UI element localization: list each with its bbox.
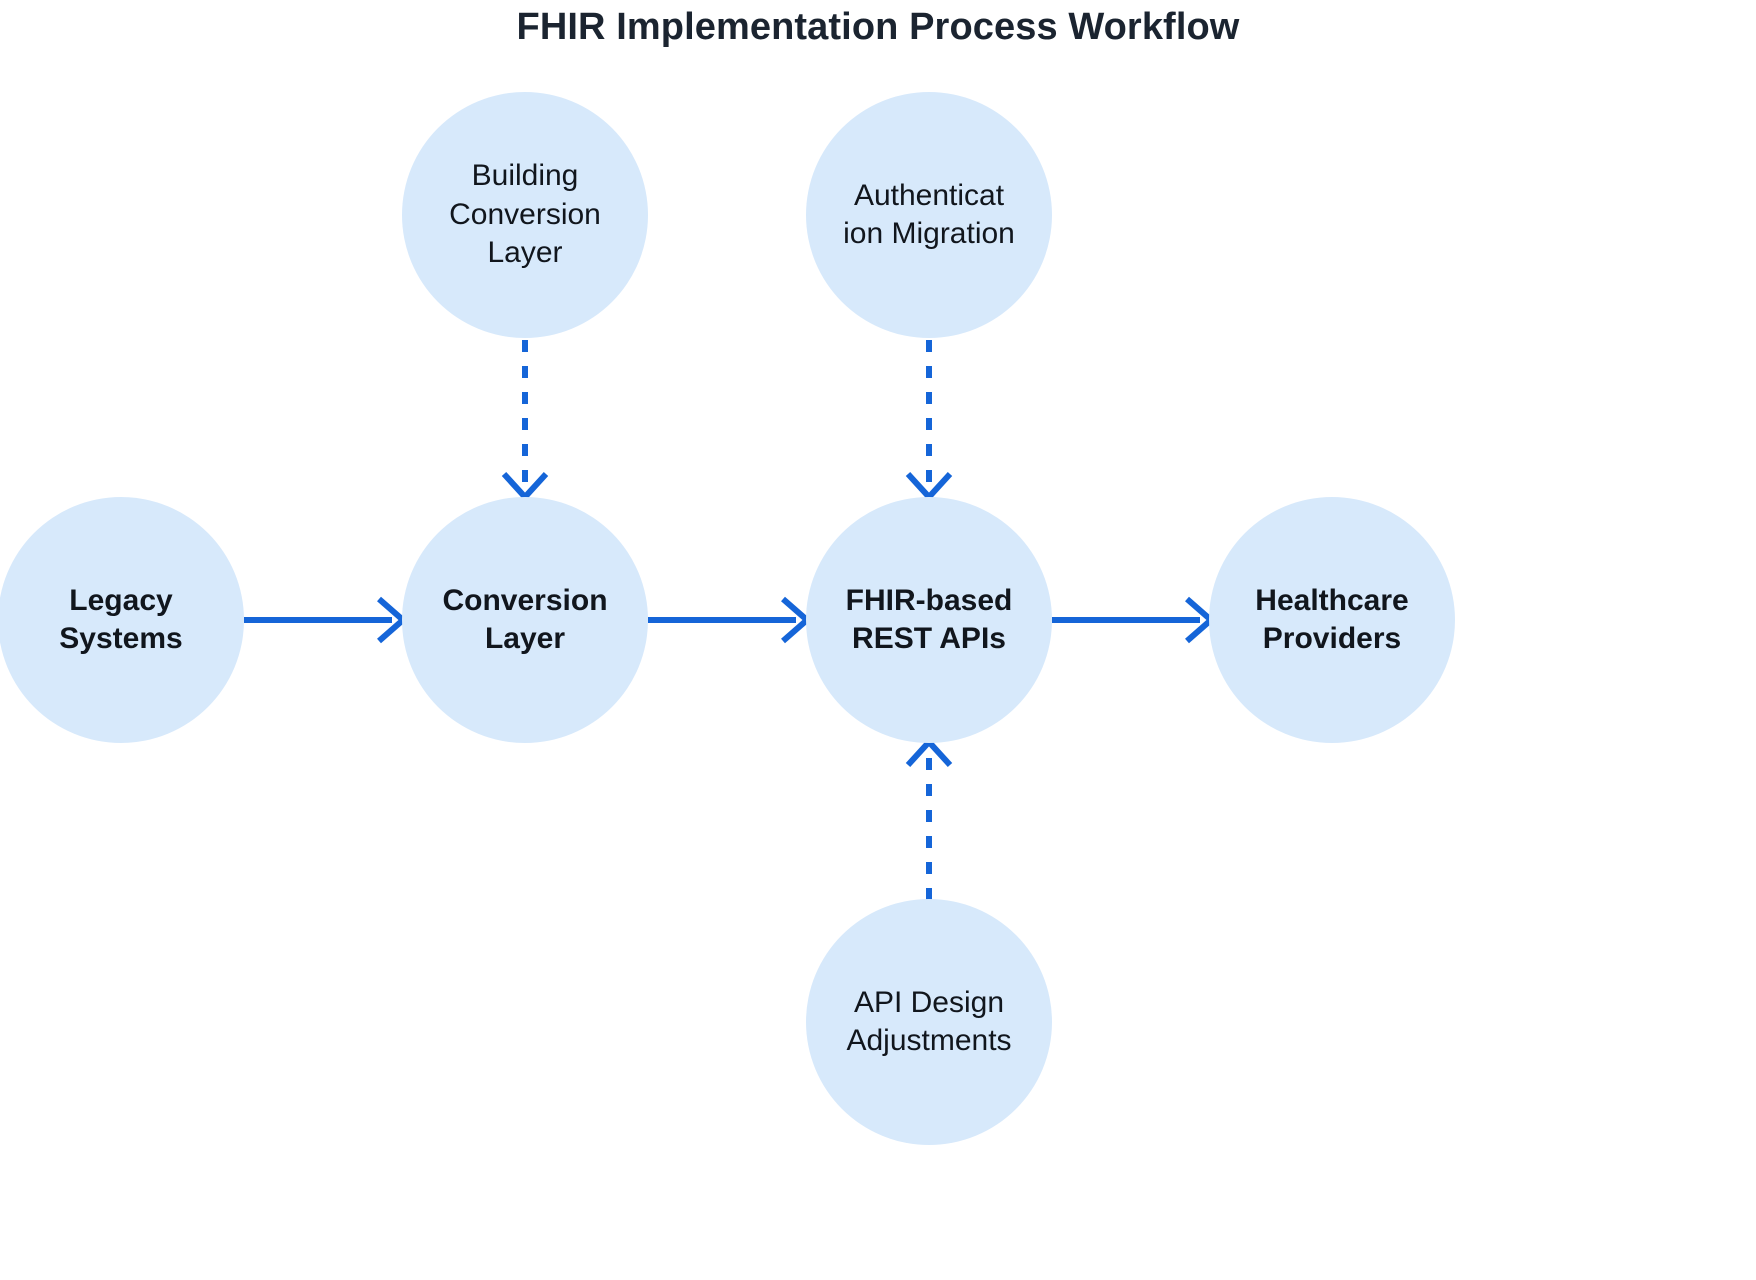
- edge-conversion-to-fhir: [648, 596, 812, 644]
- node-building-conversion-layer[interactable]: Building Conversion Layer: [402, 92, 648, 338]
- edge-legacy-to-conversion: [244, 596, 408, 644]
- node-healthcare-providers[interactable]: Healthcare Providers: [1209, 497, 1455, 743]
- node-label-authentication-migration: Authenticat ion Migration: [843, 178, 1015, 250]
- node-api-design-adjustments[interactable]: API Design Adjustments: [806, 899, 1052, 1145]
- edge-apidesign-to-fhir: [905, 737, 953, 900]
- node-fhir-based-rest-apis[interactable]: FHIR-based REST APIs: [806, 497, 1052, 743]
- node-label-legacy-systems: Legacy Systems: [59, 583, 183, 655]
- node-label-building-conversion-layer: Building Conversion Layer: [449, 159, 601, 270]
- edge-fhir-to-providers: [1052, 596, 1216, 644]
- node-label-healthcare-providers: Healthcare Providers: [1255, 583, 1409, 655]
- node-authentication-migration[interactable]: Authenticat ion Migration: [806, 92, 1052, 338]
- node-conversion-layer[interactable]: Conversion Layer: [402, 497, 648, 743]
- node-label-fhir-based-rest-apis: FHIR-based REST APIs: [845, 583, 1013, 655]
- edge-building-to-conversion: [501, 340, 549, 502]
- edge-auth-to-fhir: [905, 340, 953, 502]
- node-label-conversion-layer: Conversion Layer: [442, 583, 608, 655]
- node-legacy-systems[interactable]: Legacy Systems: [0, 497, 244, 743]
- node-label-api-design-adjustments: API Design Adjustments: [846, 985, 1012, 1057]
